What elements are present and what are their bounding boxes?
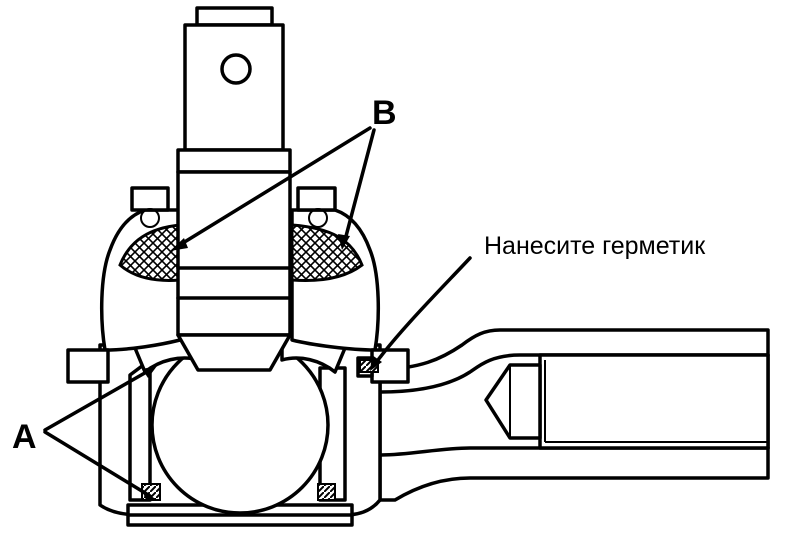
rubber-boot: [66, 186, 410, 384]
leader-lines-a: [43, 366, 157, 500]
leader-line-sealant: [370, 256, 472, 371]
label-b: B: [372, 94, 397, 132]
label-a: A: [12, 418, 37, 456]
ball-stud: [176, 6, 292, 372]
leader-lines-b: [170, 126, 376, 251]
tie-rod-arm: [378, 328, 770, 502]
sealant-note: Нанесите герметик: [484, 232, 706, 260]
